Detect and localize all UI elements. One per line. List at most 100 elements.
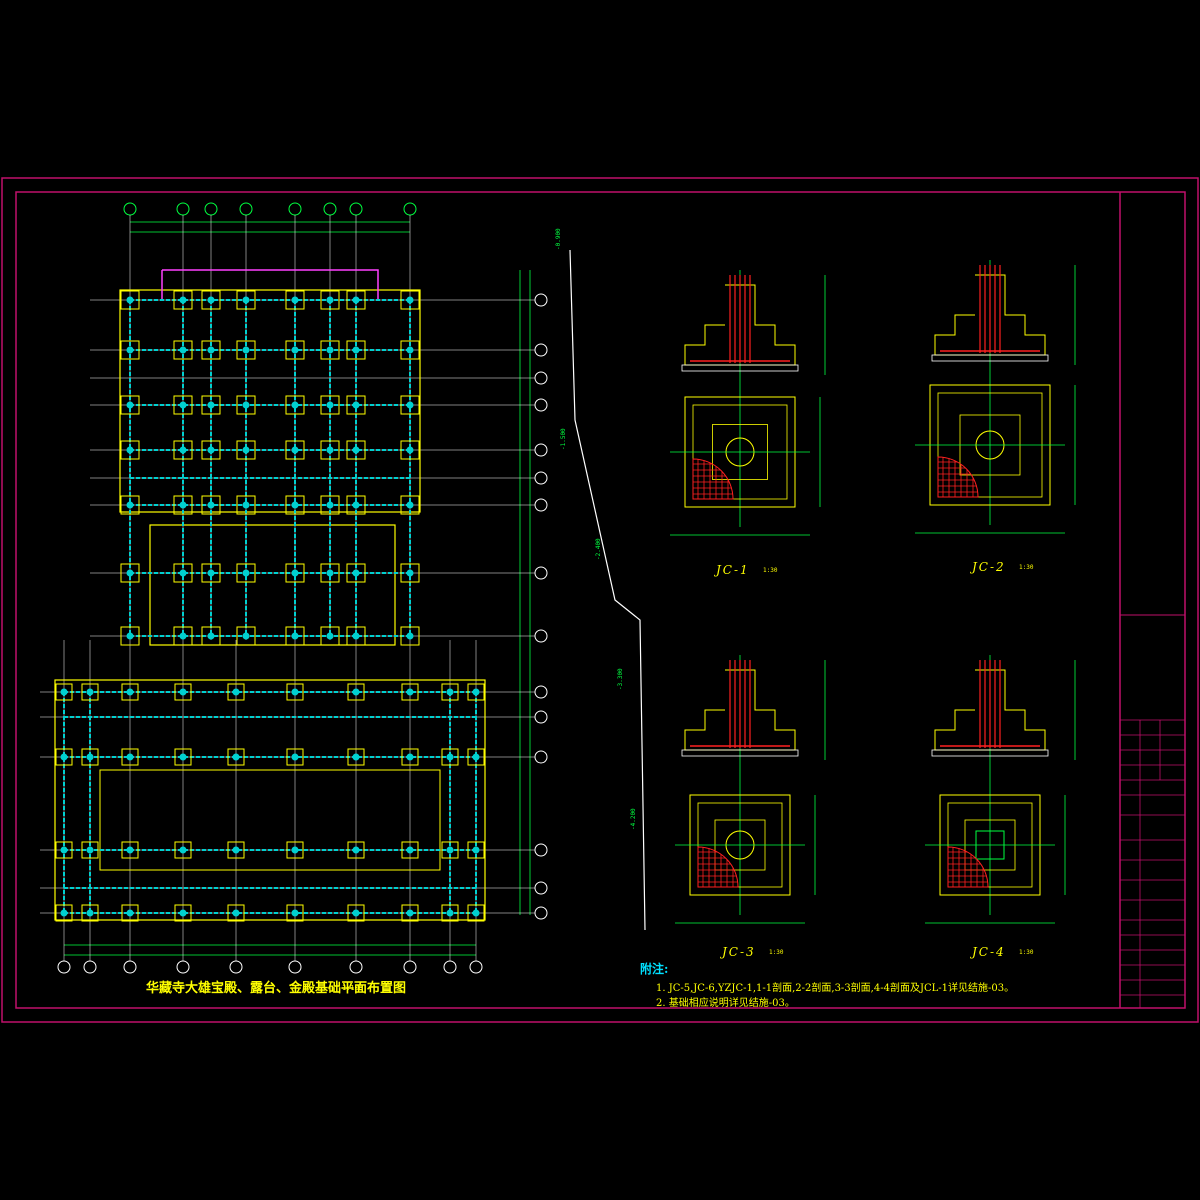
footing-pad: [285, 495, 305, 515]
footing-pad: [120, 563, 140, 583]
footing-pad: [285, 340, 305, 360]
axis-bubble: [239, 202, 253, 216]
plan-scale: 1:100: [342, 984, 364, 992]
column: [126, 846, 134, 854]
column: [446, 846, 454, 854]
column: [126, 909, 134, 917]
column: [179, 753, 187, 761]
axis-bubble: [534, 398, 548, 412]
footing-pad: [55, 748, 73, 766]
column: [472, 688, 480, 696]
column: [326, 501, 334, 509]
footing-pad: [346, 290, 366, 310]
column: [446, 688, 454, 696]
column: [352, 569, 360, 577]
footing-pad: [285, 290, 305, 310]
axis-bubble: [443, 960, 457, 974]
column: [242, 569, 250, 577]
column: [446, 909, 454, 917]
column: [242, 401, 250, 409]
column: [291, 446, 299, 454]
note-item-2: 2. 基础相应说明详见结施-03。: [656, 998, 795, 1009]
footing-pad: [236, 440, 256, 460]
column: [472, 909, 480, 917]
footing-pad: [201, 395, 221, 415]
footing-pad: [441, 683, 459, 701]
footing-pad: [467, 683, 485, 701]
footing-pad: [346, 440, 366, 460]
column: [406, 401, 414, 409]
column: [242, 632, 250, 640]
svg-text:-0.900: -0.900: [555, 228, 562, 250]
footing-pad: [320, 495, 340, 515]
footing-pad: [441, 748, 459, 766]
rebar-mesh: [947, 846, 989, 888]
footing-pad: [227, 904, 245, 922]
column: [352, 753, 360, 761]
axis-bubble: [403, 202, 417, 216]
column: [179, 569, 187, 577]
footing-pad: [346, 395, 366, 415]
footing-pad: [285, 395, 305, 415]
column: [352, 632, 360, 640]
column: [242, 296, 250, 304]
footing-pad: [441, 904, 459, 922]
footing-pad: [81, 683, 99, 701]
footing-pad: [201, 626, 221, 646]
axis-bubble: [176, 202, 190, 216]
footing-title-jc4: JC-4: [972, 945, 1006, 959]
column: [291, 401, 299, 409]
footing-pad: [236, 495, 256, 515]
column: [406, 501, 414, 509]
column: [326, 401, 334, 409]
column: [352, 909, 360, 917]
axis-bubble: [403, 960, 417, 974]
footing-section: [934, 274, 1046, 356]
footing-scale-jc1: 1:30: [763, 567, 778, 574]
footing-pad: [286, 748, 304, 766]
column: [86, 909, 94, 917]
footing-pad: [173, 440, 193, 460]
footing-pad: [320, 395, 340, 415]
column: [207, 501, 215, 509]
axis-bubble: [288, 202, 302, 216]
axis-bubble: [534, 906, 548, 920]
footing-pad: [320, 290, 340, 310]
step-profile-labels: -0.900 -1.500 -2.400 -3.300 -4.200: [555, 228, 637, 830]
column: [472, 846, 480, 854]
footing-pad: [400, 563, 420, 583]
column: [232, 909, 240, 917]
footing-title-jc3: JC-3: [722, 945, 756, 959]
column: [126, 632, 134, 640]
footing-pad: [320, 626, 340, 646]
footing-pad: [55, 841, 73, 859]
column: [86, 846, 94, 854]
column: [179, 501, 187, 509]
notes-heading: 附注:: [640, 962, 669, 976]
axis-bubble: [534, 710, 548, 724]
footing-pad: [174, 683, 192, 701]
footing-pad: [201, 495, 221, 515]
plan-title: 华藏寺大雄宝殿、露台、金殿基础平面布置图: [146, 981, 407, 996]
footing-pad: [174, 904, 192, 922]
footing-pad: [286, 683, 304, 701]
column: [207, 296, 215, 304]
axis-bubble: [534, 371, 548, 385]
column: [179, 401, 187, 409]
footing-pad: [81, 841, 99, 859]
column: [126, 446, 134, 454]
footing-pad: [173, 340, 193, 360]
footing-pad: [320, 563, 340, 583]
column: [207, 346, 215, 354]
footing-pad: [400, 395, 420, 415]
axis-bubble: [288, 960, 302, 974]
column: [352, 346, 360, 354]
column: [291, 296, 299, 304]
column: [291, 632, 299, 640]
column: [291, 346, 299, 354]
column: [179, 346, 187, 354]
column: [60, 688, 68, 696]
footing-title-jc1: JC-1: [716, 563, 750, 577]
footing-pad: [346, 495, 366, 515]
footing-pad: [400, 626, 420, 646]
